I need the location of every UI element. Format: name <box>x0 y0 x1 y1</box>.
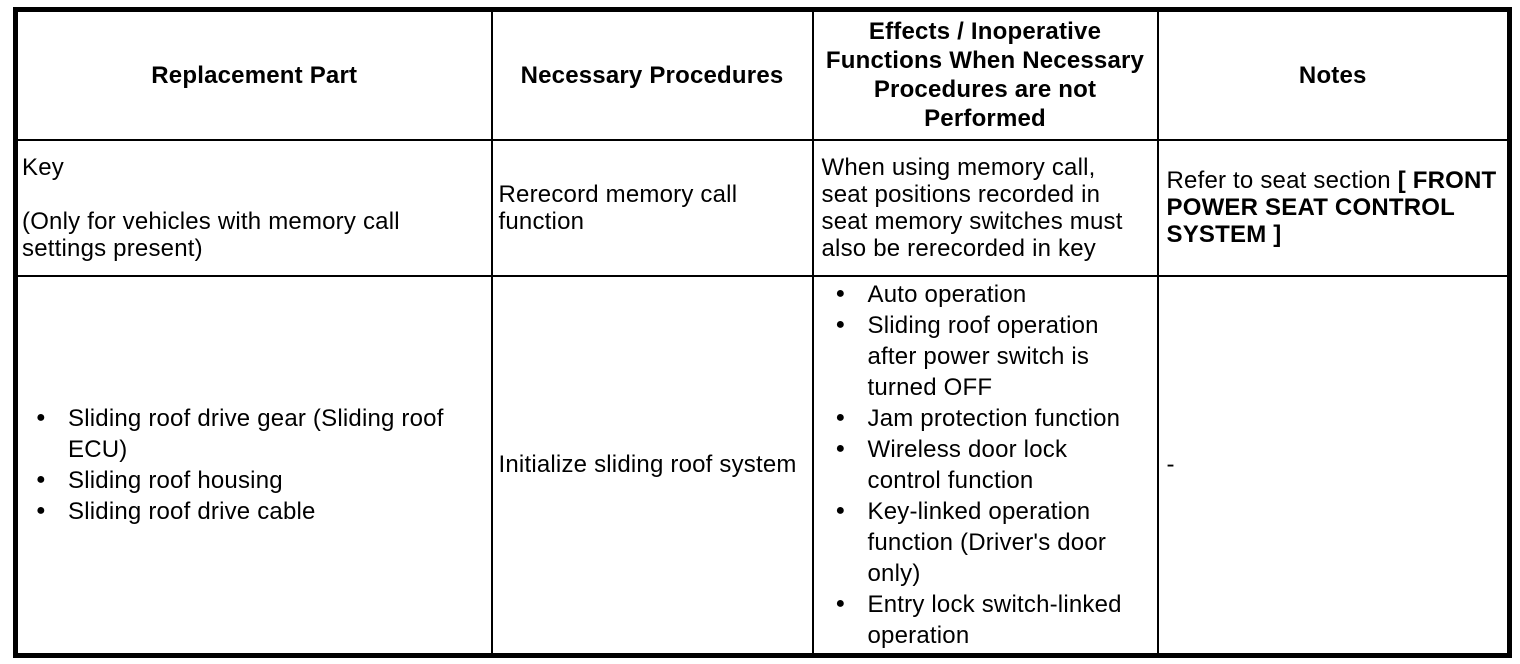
notes-prefix: Refer to seat section <box>1166 167 1398 194</box>
procedure-text: Initialize sliding roof system <box>498 451 797 478</box>
replacement-parts-table: Replacement Part Necessary Procedures Ef… <box>13 7 1512 658</box>
header-replacement-part: Replacement Part <box>14 8 493 141</box>
notes-text: Refer to seat section [ FRONT POWER SEAT… <box>1167 167 1500 248</box>
cell-notes-key: Refer to seat section [ FRONT POWER SEAT… <box>1156 138 1511 277</box>
cell-replacement-part-key: Key (Only for vehicles with memory call … <box>14 138 493 277</box>
parts-bullet-list: Sliding roof drive gear (Sliding roof EC… <box>22 403 479 527</box>
cell-effects-key: When using memory call, seat positions r… <box>811 138 1159 277</box>
header-notes: Notes <box>1156 8 1511 141</box>
header-necessary-procedures: Necessary Procedures <box>490 8 814 141</box>
table-header-row: Replacement Part Necessary Procedures Ef… <box>14 8 1511 141</box>
cell-procedure-sliding-roof: Initialize sliding roof system <box>490 274 814 656</box>
cell-procedure-key: Rerecord memory call function <box>490 138 814 277</box>
effects-text: When using memory call, seat positions r… <box>821 153 1123 262</box>
notes-dash: - <box>1166 451 1175 478</box>
header-effects: Effects / Inoperative Functions When Nec… <box>811 8 1159 141</box>
cell-notes-sliding-roof: - <box>1156 274 1511 656</box>
list-item: Sliding roof drive cable <box>22 496 479 527</box>
cell-replacement-part-sliding-roof: Sliding roof drive gear (Sliding roof EC… <box>14 274 493 656</box>
list-item: Sliding roof housing <box>22 465 479 496</box>
list-item: Jam protection function <box>822 403 1135 434</box>
list-item: Sliding roof drive gear (Sliding roof EC… <box>22 403 479 465</box>
table-row-key: Key (Only for vehicles with memory call … <box>14 138 1511 277</box>
cell-effects-sliding-roof: Auto operation Sliding roof operation af… <box>811 274 1159 656</box>
list-item: Wireless door lock control function <box>822 434 1135 496</box>
part-title: Key <box>22 153 64 181</box>
list-item: Entry lock switch-linked operation <box>822 589 1135 651</box>
procedure-text: Rerecord memory call function <box>498 180 738 235</box>
effects-bullet-list: Auto operation Sliding roof operation af… <box>822 279 1135 651</box>
list-item: Key-linked operation function (Driver's … <box>822 496 1135 589</box>
part-note: (Only for vehicles with memory call sett… <box>22 207 400 262</box>
table-row-sliding-roof: Sliding roof drive gear (Sliding roof EC… <box>14 274 1511 656</box>
notes-reference: [ FRONT POWER SEAT CONTROL SYSTEM ] <box>1166 167 1497 248</box>
list-item: Auto operation <box>822 279 1135 310</box>
list-item: Sliding roof operation after power switc… <box>822 310 1135 403</box>
